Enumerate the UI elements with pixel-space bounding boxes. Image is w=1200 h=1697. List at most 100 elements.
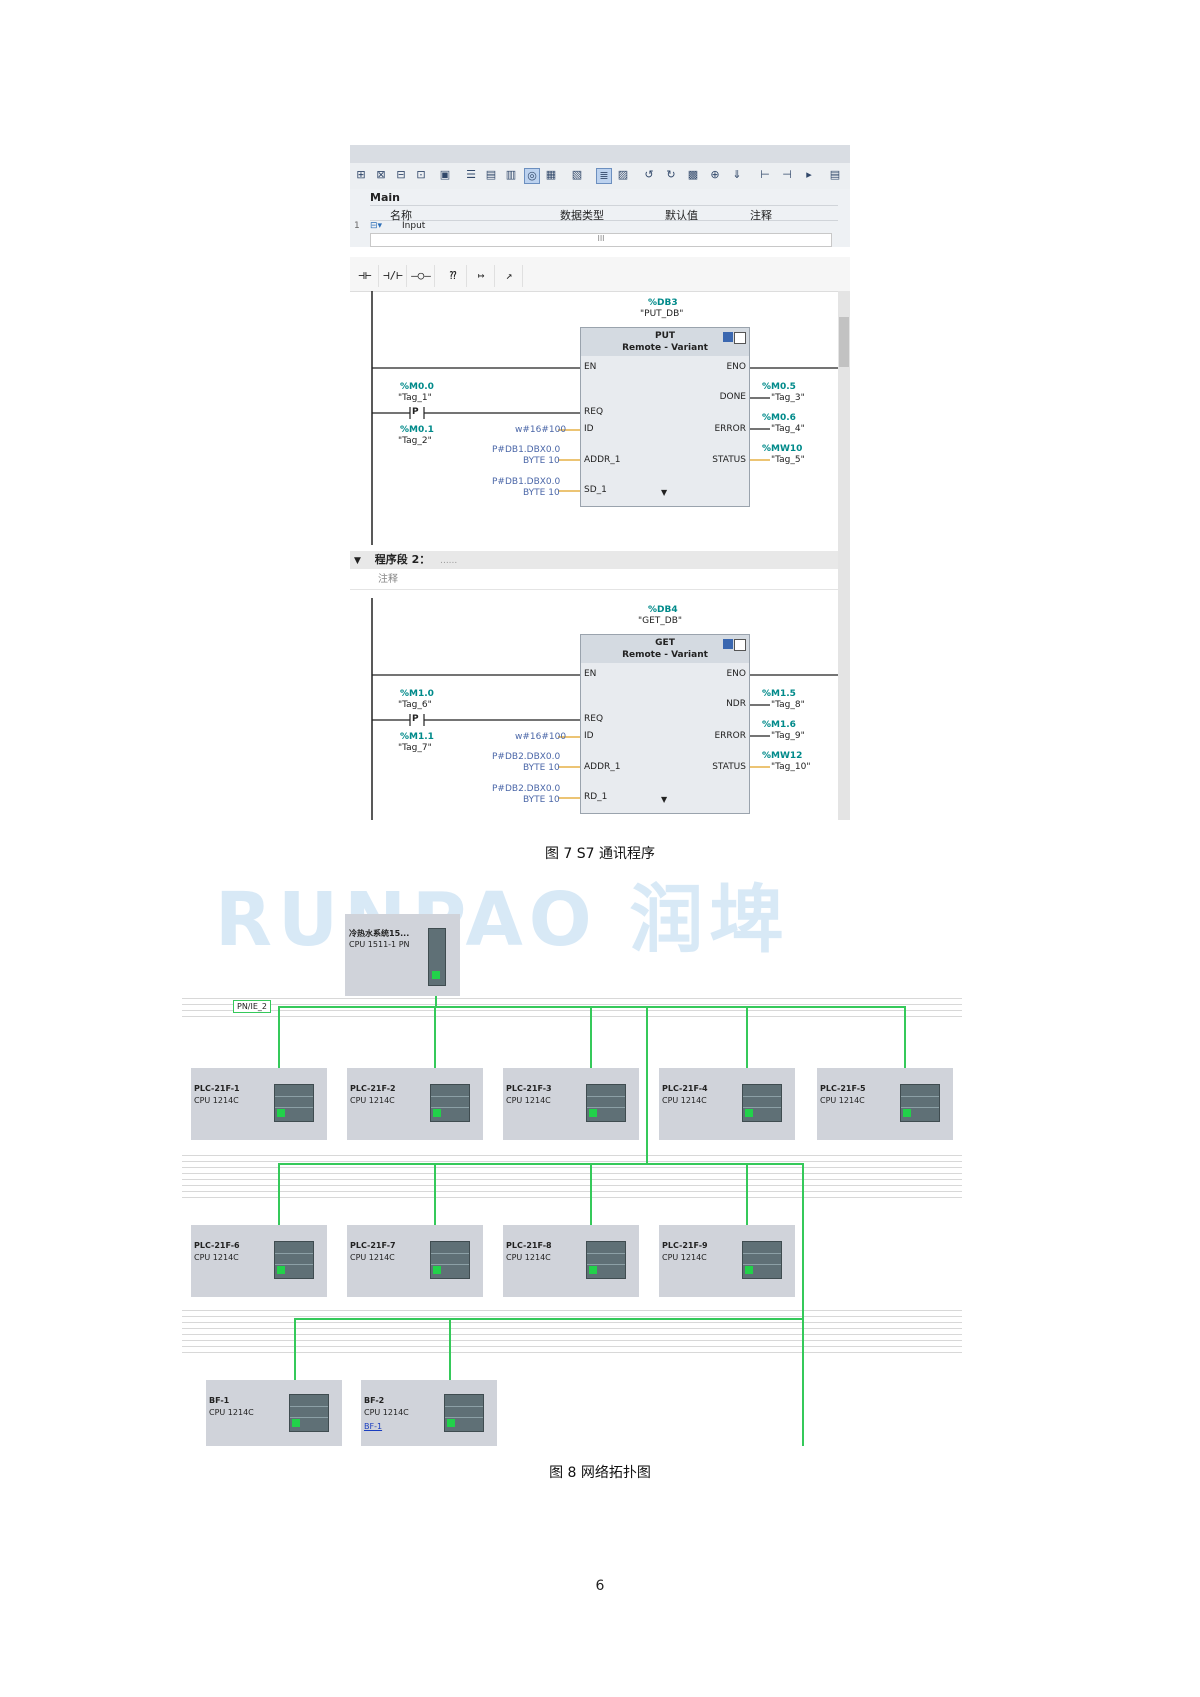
put-out-tag1-name: "Tag_3" (771, 393, 805, 403)
diagnostics-icon[interactable] (734, 639, 746, 651)
no-contact-icon[interactable]: ⊣⊢ (352, 265, 379, 287)
device-cpu: CPU 1214C (209, 1408, 254, 1417)
toolbar-icon-10[interactable]: ▧ (571, 168, 583, 181)
device-plc-21f-5[interactable]: PLC-21F-5 CPU 1214C (817, 1068, 953, 1140)
figure8-caption: 图 8 网络拓扑图 (549, 1465, 651, 1481)
toolbar-icon-14[interactable]: ↻ (666, 168, 676, 181)
plc-module-icon (586, 1084, 626, 1122)
coil-icon[interactable]: –○– (408, 265, 435, 287)
toolbar-icon-17[interactable]: ⊢ (760, 168, 770, 181)
toolbar-icon-2[interactable]: ⊠ (376, 168, 386, 181)
nc-contact-icon[interactable]: ⊣/⊢ (380, 265, 407, 287)
master-drop (435, 988, 437, 1008)
toolbar-icon-4[interactable]: ⊡ (416, 168, 426, 181)
get-in-tag2-name: "Tag_7" (398, 743, 432, 753)
get-block[interactable]: GET Remote - Variant EN REQ ID ADDR_1 RD… (580, 634, 750, 814)
toolbar-arrow-icon[interactable]: ▸ (806, 168, 812, 181)
open-branch-icon[interactable]: ↦ (468, 265, 495, 287)
put-addr-const: P#DB1.DBX0.0 (492, 445, 561, 455)
device-plc-21f-3[interactable]: PLC-21F-3 CPU 1214C (503, 1068, 639, 1140)
put-block[interactable]: PUT Remote - Variant EN REQ ID ADDR_1 SD… (580, 327, 750, 507)
config-icon[interactable] (723, 639, 733, 649)
comment-toggle-icon[interactable]: ◎ (524, 168, 540, 184)
device-bf-1[interactable]: BF-1 CPU 1214C (206, 1380, 342, 1446)
toolbar-icon-19[interactable]: ▤ (829, 168, 841, 181)
download-icon[interactable]: ⇓ (732, 168, 742, 181)
plc-module-icon (444, 1394, 484, 1432)
segment-comment-text: 注释 (378, 574, 398, 585)
toolbar-icon-11[interactable]: ≣ (596, 168, 612, 184)
expand-arrow-icon[interactable]: ▼ (661, 795, 668, 804)
put-out-tag3-addr: %MW10 (762, 444, 803, 454)
device-plc-21f-7[interactable]: PLC-21F-7 CPU 1214C (347, 1225, 483, 1297)
expand-arrow-icon[interactable]: ▼ (661, 488, 668, 497)
vertical-scroll-thumb[interactable] (839, 317, 849, 367)
device-plc-21f-1[interactable]: PLC-21F-1 CPU 1214C (191, 1068, 327, 1140)
page-number: 6 (595, 1578, 605, 1594)
toolbar-icon-12[interactable]: ▨ (617, 168, 629, 181)
subnet-bus-3 (294, 1318, 803, 1320)
port-led (745, 1109, 753, 1117)
diagnostics-icon[interactable] (734, 332, 746, 344)
trunk-2 (802, 1163, 804, 1446)
toolbar-icon-3[interactable]: ⊟ (396, 168, 406, 181)
toolbar-icon-8[interactable]: ▥ (505, 168, 517, 181)
plc-module-icon (742, 1084, 782, 1122)
port-led (432, 971, 440, 979)
horizontal-scrollbar[interactable]: III (370, 233, 832, 247)
toolbar-icon-18[interactable]: ⊣ (782, 168, 792, 181)
device-name: PLC-21F-1 (194, 1084, 240, 1093)
get-out-tag1-addr: %M1.5 (762, 689, 796, 699)
toolbar-icon-5[interactable]: ▣ (439, 168, 451, 181)
get-in-tag-addr: %M1.0 (400, 689, 434, 699)
device-cpu: CPU 1214C (350, 1096, 395, 1105)
toolbar-icon-1[interactable]: ⊞ (356, 168, 366, 181)
pin-req: REQ (584, 407, 604, 417)
interface-row-input[interactable]: 1 ⊟▾ Input (350, 220, 838, 233)
port-led (433, 1109, 441, 1117)
get-addr-len: BYTE 10 (523, 763, 560, 773)
segment-2-header[interactable]: ▼ 程序段 2： ...... (350, 551, 838, 569)
plc-module-icon (274, 1084, 314, 1122)
close-branch-icon[interactable]: ↗ (496, 265, 523, 287)
device-cpu: CPU 1214C (506, 1096, 551, 1105)
figure7-caption: 图 7 S7 通讯程序 (544, 846, 656, 862)
get-rd-const: P#DB2.DBX0.0 (492, 784, 561, 794)
toolbar-icon-9[interactable]: ▦ (545, 168, 557, 181)
device-link[interactable]: BF-1 (364, 1422, 383, 1431)
put-in-tag-addr: %M0.0 (400, 382, 434, 392)
segment-2-comment[interactable]: 注释 (350, 571, 838, 590)
subnet-label[interactable]: PN/IE_2 (233, 1000, 272, 1013)
vertical-scrollbar[interactable] (838, 291, 850, 820)
put-sd-len: BYTE 10 (523, 488, 560, 498)
device-plc-21f-9[interactable]: PLC-21F-9 CPU 1214C (659, 1225, 795, 1297)
toolbar-icon-6[interactable]: ☰ (466, 168, 476, 181)
pin-ndr: NDR (726, 699, 746, 709)
col-default: 默认值 (665, 209, 698, 222)
config-icon[interactable] (723, 332, 733, 342)
device-cpu: CPU 1214C (350, 1253, 395, 1262)
collapse-icon[interactable]: ▼ (354, 556, 361, 566)
device-cpu: CPU 1214C (194, 1253, 239, 1262)
interface-table: Main 名称 数据类型 默认值 注释 1 ⊟▾ Input III (350, 189, 850, 247)
empty-box-icon[interactable]: ⁇ (440, 265, 467, 287)
device-plc-21f-8[interactable]: PLC-21F-8 CPU 1214C (503, 1225, 639, 1297)
toolbar-icon-16[interactable]: ⊕ (710, 168, 720, 181)
put-out-tag2-addr: %M0.6 (762, 413, 796, 423)
pin-status: STATUS (712, 762, 746, 772)
device-bf-2[interactable]: BF-2 CPU 1214C BF-1 (361, 1380, 497, 1446)
toolbar-icon-7[interactable]: ▤ (485, 168, 497, 181)
expand-icon[interactable]: ⊟▾ (370, 221, 383, 231)
plc-module-icon (586, 1241, 626, 1279)
port-led (277, 1109, 285, 1117)
device-plc-21f-2[interactable]: PLC-21F-2 CPU 1214C (347, 1068, 483, 1140)
pin-error: ERROR (714, 731, 746, 741)
toolbar-icon-13[interactable]: ↺ (644, 168, 654, 181)
device-plc-21f-4[interactable]: PLC-21F-4 CPU 1214C (659, 1068, 795, 1140)
port-led (745, 1266, 753, 1274)
pin-status: STATUS (712, 455, 746, 465)
plc-module-icon (274, 1241, 314, 1279)
device-name: PLC-21F-5 (820, 1084, 866, 1093)
toolbar-icon-15[interactable]: ▩ (687, 168, 699, 181)
device-plc-21f-6[interactable]: PLC-21F-6 CPU 1214C (191, 1225, 327, 1297)
